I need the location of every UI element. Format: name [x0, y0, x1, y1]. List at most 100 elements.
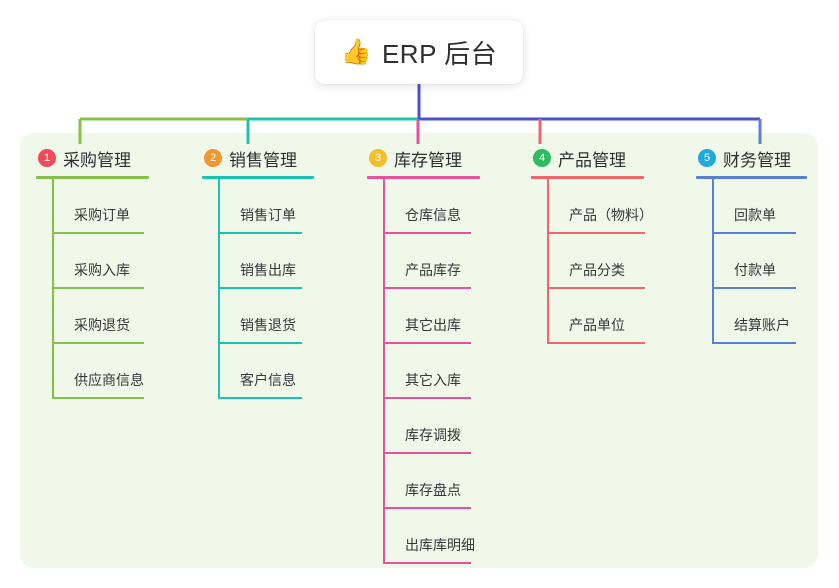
leaf-node[interactable]: 产品库存 [367, 234, 480, 289]
leaf-node-label: 客户信息 [240, 372, 296, 388]
category-number-badge: 4 [533, 149, 551, 167]
category-items: 仓库信息产品库存其它出库其它入库库存调拨库存盘点出库库明细 [367, 179, 480, 564]
leaf-node[interactable]: 产品（物料） [531, 179, 653, 234]
leaf-node-underline [712, 232, 796, 234]
leaf-node[interactable]: 供应商信息 [36, 344, 149, 399]
category-spine [52, 179, 54, 399]
category-title: 产品管理 [558, 150, 626, 170]
leaf-node-label: 回款单 [734, 207, 776, 223]
category-column-4: 4 产品管理产品（物料） 产品分类产品单位 [531, 146, 653, 344]
leaf-node-underline [547, 342, 645, 344]
leaf-node[interactable]: 销售退货 [202, 289, 314, 344]
category-underline [531, 176, 644, 179]
leaf-node-label: 产品库存 [405, 262, 461, 278]
leaf-node-label: 采购入库 [74, 262, 130, 278]
leaf-node-label: 供应商信息 [74, 372, 144, 388]
category-column-2: 2 销售管理销售订单销售出库销售退货客户信息 [202, 146, 314, 399]
category-header-4[interactable]: 4 产品管理 [531, 146, 644, 170]
leaf-node[interactable]: 客户信息 [202, 344, 314, 399]
leaf-node-underline [218, 232, 302, 234]
leaf-node[interactable]: 销售订单 [202, 179, 314, 234]
thumbs-up-icon: 👍 [340, 37, 372, 66]
category-title: 库存管理 [394, 150, 462, 170]
leaf-node-label: 采购订单 [74, 207, 130, 223]
category-number-badge: 1 [38, 149, 56, 167]
leaf-node-label: 其它出库 [405, 317, 461, 333]
leaf-node-underline [52, 232, 144, 234]
leaf-node-underline [52, 287, 144, 289]
root-node[interactable]: 👍 ERP 后台 [315, 20, 523, 84]
leaf-node[interactable]: 产品单位 [531, 289, 645, 344]
leaf-node-underline [52, 342, 144, 344]
category-items: 销售订单销售出库销售退货客户信息 [202, 179, 314, 399]
leaf-node-label: 销售出库 [240, 262, 296, 278]
leaf-node-label: 库存盘点 [405, 482, 461, 498]
root-node-label: ERP 后台 [381, 38, 498, 69]
category-title: 销售管理 [229, 150, 297, 170]
leaf-node-underline [383, 232, 471, 234]
leaf-node-underline [547, 287, 645, 289]
category-number-badge: 2 [204, 149, 222, 167]
category-spine [383, 179, 385, 564]
leaf-node[interactable]: 回款单 [696, 179, 807, 234]
leaf-node-underline [218, 397, 302, 399]
leaf-node[interactable]: 付款单 [696, 234, 807, 289]
leaf-node-underline [383, 562, 471, 564]
leaf-node[interactable]: 出库库明细 [367, 509, 480, 564]
leaf-node-underline [218, 287, 302, 289]
leaf-node-underline [218, 342, 302, 344]
category-header-5[interactable]: 5 财务管理 [696, 146, 807, 170]
category-underline [36, 176, 149, 179]
category-column-3: 3 库存管理仓库信息产品库存其它出库其它入库库存调拨库存盘点出库库明细 [367, 146, 480, 564]
category-underline [367, 176, 480, 179]
category-spine [547, 179, 549, 344]
leaf-node-label: 付款单 [734, 262, 776, 278]
leaf-node-label: 销售订单 [240, 207, 296, 223]
category-header-3[interactable]: 3 库存管理 [367, 146, 480, 170]
leaf-node[interactable]: 销售出库 [202, 234, 314, 289]
category-title: 财务管理 [723, 150, 791, 170]
leaf-node[interactable]: 库存调拨 [367, 399, 480, 454]
leaf-node[interactable]: 结算账户 [696, 289, 807, 344]
leaf-node-underline [383, 507, 471, 509]
leaf-node[interactable]: 仓库信息 [367, 179, 480, 234]
diagram-panel [20, 133, 818, 568]
category-items: 采购订单采购入库采购退货供应商信息 [36, 179, 149, 399]
category-title: 采购管理 [63, 150, 131, 170]
category-number-badge: 5 [698, 149, 716, 167]
leaf-node-underline [383, 452, 471, 454]
leaf-node-label: 结算账户 [734, 317, 790, 333]
leaf-node-label: 产品分类 [569, 262, 625, 278]
leaf-node[interactable]: 产品分类 [531, 234, 645, 289]
leaf-node-underline [383, 397, 471, 399]
leaf-node[interactable]: 其它入库 [367, 344, 480, 399]
leaf-node-label: 出库库明细 [405, 537, 475, 553]
leaf-node-underline [547, 232, 645, 234]
leaf-node-underline [52, 397, 144, 399]
leaf-node[interactable]: 采购退货 [36, 289, 149, 344]
category-column-5: 5 财务管理回款单付款单结算账户 [696, 146, 807, 344]
category-underline [696, 176, 807, 179]
category-spine [218, 179, 220, 399]
leaf-node[interactable]: 采购入库 [36, 234, 149, 289]
leaf-node-underline [712, 342, 796, 344]
leaf-node[interactable]: 采购订单 [36, 179, 149, 234]
leaf-node-underline [383, 287, 471, 289]
category-column-1: 1 采购管理采购订单采购入库采购退货供应商信息 [36, 146, 149, 399]
leaf-node-underline [712, 287, 796, 289]
leaf-node-label: 产品（物料） [569, 207, 653, 223]
category-spine [712, 179, 714, 344]
leaf-node-label: 其它入库 [405, 372, 461, 388]
leaf-node-label: 销售退货 [240, 317, 296, 333]
category-header-1[interactable]: 1 采购管理 [36, 146, 149, 170]
leaf-node-label: 采购退货 [74, 317, 130, 333]
category-header-2[interactable]: 2 销售管理 [202, 146, 314, 170]
leaf-node[interactable]: 其它出库 [367, 289, 480, 344]
leaf-node-underline [383, 342, 471, 344]
category-items: 回款单付款单结算账户 [696, 179, 807, 344]
category-items: 产品（物料） 产品分类产品单位 [531, 179, 653, 344]
category-underline [202, 176, 314, 179]
leaf-node[interactable]: 库存盘点 [367, 454, 480, 509]
category-number-badge: 3 [369, 149, 387, 167]
